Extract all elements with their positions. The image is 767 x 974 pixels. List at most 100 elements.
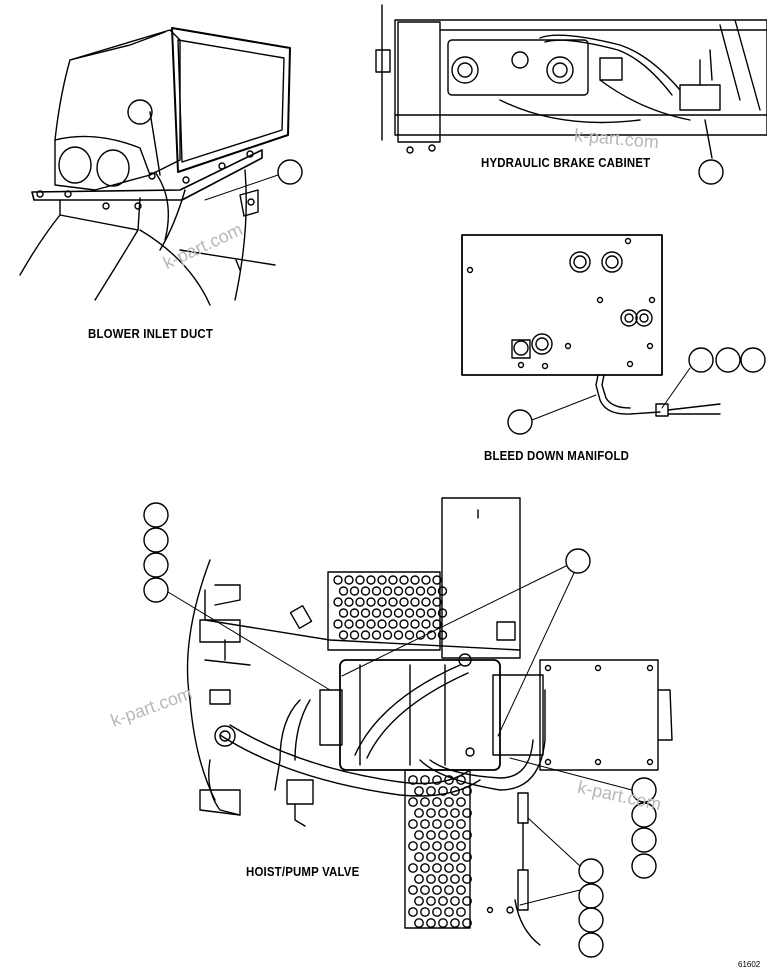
callout-circle (277, 159, 303, 185)
perforation-hole (415, 586, 426, 596)
perforation-hole (420, 863, 430, 873)
perforation-hole (366, 575, 376, 585)
perforation-hole (450, 874, 460, 884)
perforation-hole (360, 630, 371, 640)
perforation-hole (444, 907, 454, 917)
callout-circle (631, 802, 657, 828)
perforation-hole (399, 619, 409, 629)
callout-circle (715, 347, 741, 373)
perforation-hole (408, 775, 418, 785)
perforation-hole (456, 863, 466, 873)
perforation-hole (426, 874, 436, 884)
perforation-hole (450, 896, 460, 906)
perforation-hole (393, 608, 404, 618)
perforation-hole (420, 797, 430, 807)
perforation-hole (377, 597, 387, 607)
label-blower-inlet-duct: BLOWER INLET DUCT (88, 326, 214, 341)
perforation-hole (408, 863, 418, 873)
label-hydraulic-brake-cabinet: HYDRAULIC BRAKE CABINET (481, 155, 651, 170)
callout-circle (127, 99, 153, 125)
callout-circle (578, 907, 604, 933)
perforation-hole (426, 852, 436, 862)
perforation-hole (344, 619, 354, 629)
perforation-hole (414, 786, 424, 796)
label-bleed-down-manifold: BLEED DOWN MANIFOLD (484, 448, 630, 463)
perforation-hole (360, 586, 371, 596)
perforation-hole (414, 808, 424, 818)
perforation-hole (371, 586, 382, 596)
perforation-hole (408, 907, 418, 917)
perforation-hole (393, 630, 404, 640)
perforation-hole (438, 808, 448, 818)
perforation-hole (415, 608, 426, 618)
perforation-hole (450, 918, 460, 928)
perforation-hole (438, 896, 448, 906)
perforation-hole (388, 619, 398, 629)
callout-circle (578, 883, 604, 909)
perforation-hole (456, 797, 466, 807)
perforation-hole (462, 808, 472, 818)
perforation-hole (333, 597, 343, 607)
perforation-hole (426, 918, 436, 928)
perforation-hole (414, 852, 424, 862)
perforation-hole (456, 819, 466, 829)
callout-circle (740, 347, 766, 373)
perforation-hole (444, 885, 454, 895)
perforation-hole (420, 841, 430, 851)
perforation-hole (432, 819, 442, 829)
perforation-hole (414, 918, 424, 928)
perforation-hole (408, 841, 418, 851)
perforation-hole (437, 586, 448, 596)
perforation-hole (420, 885, 430, 895)
perforation-hole (432, 885, 442, 895)
perforation-hole (377, 575, 387, 585)
perforation-hole (462, 786, 472, 796)
perforation-hole (432, 797, 442, 807)
callout-circle (578, 858, 604, 884)
perforation-hole (371, 630, 382, 640)
perforation-hole (426, 808, 436, 818)
perforation-hole (426, 608, 437, 618)
perforation-hole (420, 775, 430, 785)
perforation-hole (444, 863, 454, 873)
callout-circle (698, 159, 724, 185)
perforation-hole (371, 608, 382, 618)
perforation-hole (388, 575, 398, 585)
hoist-pump-valve-drawing (186, 497, 673, 946)
perforation-hole (399, 575, 409, 585)
perforation-hole (382, 608, 393, 618)
callout-circle (143, 527, 169, 553)
perforation-hole (377, 619, 387, 629)
perforation-hole (421, 575, 431, 585)
perforation-hole (432, 575, 442, 585)
perforation-hole (410, 619, 420, 629)
perforation-hole (349, 586, 360, 596)
perforation-hole (462, 918, 472, 928)
perforation-hole (456, 907, 466, 917)
perforation-hole (414, 874, 424, 884)
blower-inlet-duct-drawing (19, 27, 291, 306)
perforation-hole (437, 608, 448, 618)
perforated-panel-top (333, 575, 448, 640)
perforation-hole (444, 775, 454, 785)
perforation-hole (333, 619, 343, 629)
perforation-hole (414, 830, 424, 840)
perforation-hole (404, 608, 415, 618)
perforation-hole (432, 907, 442, 917)
perforation-hole (450, 830, 460, 840)
perforation-hole (462, 896, 472, 906)
perforation-hole (399, 597, 409, 607)
perforation-hole (382, 586, 393, 596)
perforation-hole (410, 575, 420, 585)
perforation-hole (408, 819, 418, 829)
perforation-hole (438, 852, 448, 862)
perforation-hole (450, 786, 460, 796)
perforation-hole (438, 874, 448, 884)
bleed-down-manifold-drawing (461, 234, 721, 417)
perforation-hole (432, 619, 442, 629)
callout-circle (143, 577, 169, 603)
perforation-hole (404, 630, 415, 640)
callout-circle (565, 548, 591, 574)
callout-circle (578, 932, 604, 958)
